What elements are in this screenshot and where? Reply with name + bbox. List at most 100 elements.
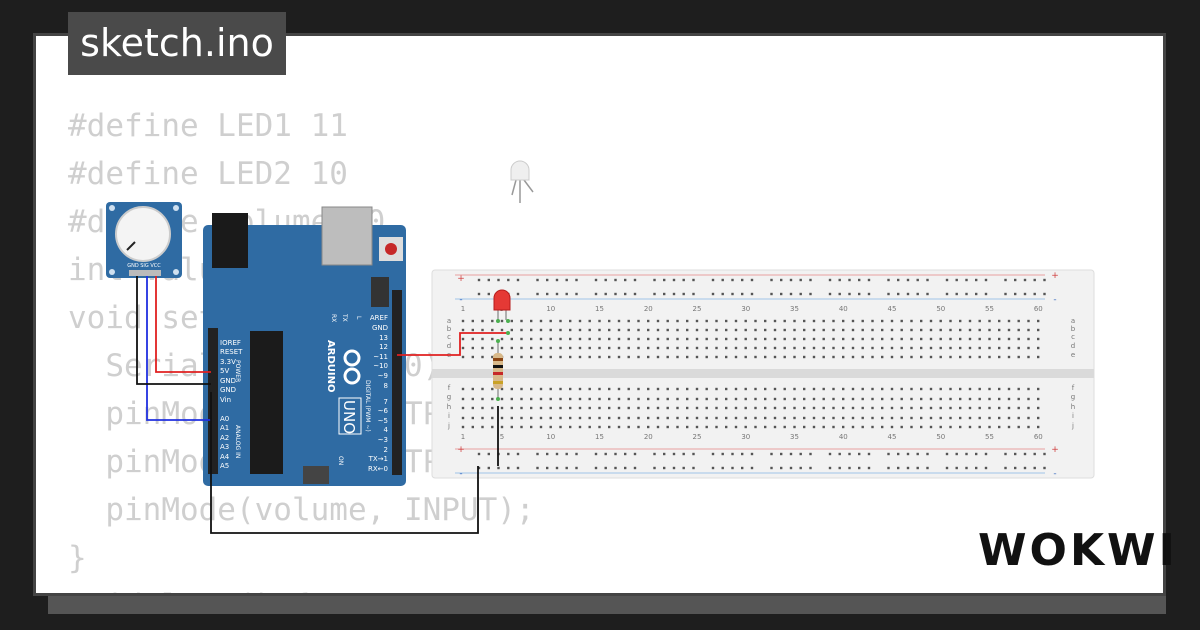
breadboard-hole [491,397,494,401]
breadboard-hole [988,425,991,429]
red-led[interactable] [493,289,511,320]
breadboard-hole [945,278,949,282]
breadboard-hole [764,346,767,350]
breadboard-hole [838,452,841,456]
breadboard-hole [803,416,806,420]
breadboard-hole [1027,397,1030,401]
breadboard-hole [750,292,754,296]
breadboard-hole [1007,355,1011,359]
breadboard-hole [520,425,523,429]
svg-text:~11: ~11 [373,353,388,361]
breadboard-hole [705,346,708,350]
breadboard-hole [546,466,549,470]
breadboard-hole [731,452,734,456]
atmega-chip [250,331,283,474]
breadboard-hole [793,397,796,401]
breadboard-hole [842,416,845,420]
breadboard-hole [633,452,637,456]
breadboard-hole [686,355,689,359]
breadboard-hole [945,292,949,296]
arduino-uno[interactable]: IOREF RESET 3.3V 5V GND GND Vin A0 A1 A2… [203,206,406,486]
breadboard-hole [647,328,650,332]
breadboard-hole [906,278,910,282]
breadboard-hole [682,466,685,470]
breadboard-hole [968,406,972,410]
potentiometer[interactable]: GND SIG VCC [106,202,182,278]
breadboard-hole [510,328,513,332]
breadboard-hole [647,319,650,323]
rail-plus: + [1051,445,1059,455]
breadboard-hole [520,328,523,332]
breadboard-hole [773,425,777,429]
resistor[interactable] [493,340,503,400]
breadboard-hole [656,346,660,350]
breadboard-hole [978,346,981,350]
breadboard-hole [627,406,630,410]
breadboard-hole [998,346,1001,350]
breadboard-hole [1023,292,1027,296]
svg-text:~10: ~10 [373,362,388,370]
breadboard-hole [929,425,933,429]
breadboard-hole [565,452,568,456]
breadboard-hole [783,355,786,359]
file-tab[interactable]: sketch.ino [68,12,286,75]
breadboard-hole [1014,452,1017,456]
breadboard-hole [803,397,806,401]
breadboard-hole [686,387,689,391]
breadboard-hole [481,337,484,341]
breadboard-hole [530,346,533,350]
column-number: 25 [693,433,702,441]
breadboard-hole [549,416,552,420]
breadboard-hole [1017,387,1020,391]
breadboard-hole [676,387,679,391]
breadboard-hole [803,425,806,429]
breadboard-hole [744,425,747,429]
breadboard-hole [666,416,669,420]
breadboard-hole [598,397,601,401]
breadboard-hole [1007,346,1011,350]
breadboard-hole [959,397,962,401]
breadboard-hole [647,346,650,350]
breadboard-hole [949,337,952,341]
column-number: 10 [546,433,555,441]
breadboard-hole [871,387,874,391]
breadboard-hole [663,466,666,470]
breadboard-hole [783,346,786,350]
breadboard-hole [949,328,952,332]
unplaced-led[interactable] [510,160,534,203]
breadboard-hole [715,319,718,323]
breadboard-hole [647,406,650,410]
breadboard-hole [1017,397,1020,401]
breadboard-hole [546,452,549,456]
breadboard-hole [803,355,806,359]
breadboard-hole [500,397,504,401]
breadboard-hole [491,346,494,350]
breadboard-hole [744,397,747,401]
breadboard-hole [637,397,640,401]
breadboard-hole [559,416,562,420]
breadboard-hole [594,452,598,456]
row-letter: j [1071,422,1074,430]
breadboard-hole [744,328,747,332]
breadboard-hole [929,397,933,401]
breadboard-hole [1007,337,1011,341]
breadboard-hole [916,466,919,470]
breadboard-hole [803,337,806,341]
breadboard-hole [770,292,773,296]
breadboard-hole [520,346,523,350]
breadboard[interactable]: 1155101015152020252530303535404045455050… [431,269,1095,479]
knob-indicator [126,241,136,251]
breadboard-hole [842,355,845,359]
breadboard-hole [939,397,942,401]
breadboard-hole [988,355,991,359]
breadboard-hole [741,452,744,456]
breadboard-hole [910,319,913,323]
breadboard-hole [705,355,708,359]
breadboard-hole [910,416,913,420]
wire-gnd-pot [136,276,211,385]
breadboard-hole [861,425,864,429]
breadboard-hole [959,346,962,350]
breadboard-hole [1017,406,1020,410]
breadboard-hole [653,292,656,296]
breadboard-hole [725,425,728,429]
